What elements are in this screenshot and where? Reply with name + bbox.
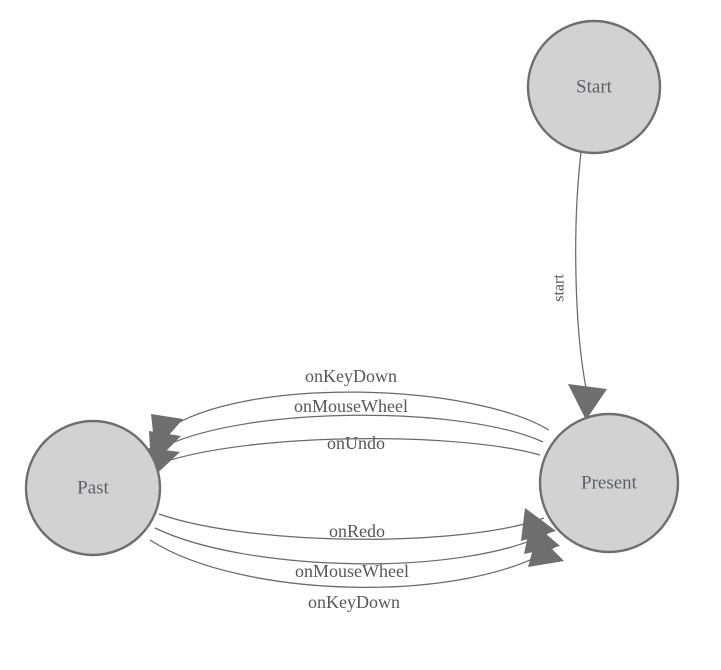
node-start-circle [526, 19, 662, 155]
node-past-circle [24, 419, 162, 557]
arrowhead-into-present-onmousewheel [524, 521, 560, 554]
edge-label-past-to-present-onkeydown: onKeyDown [308, 592, 400, 612]
arrowhead-into-present-start [568, 384, 607, 420]
edge-present-to-past-onmousewheel-path [162, 414, 544, 448]
arrowhead-into-present-onkeydown [528, 534, 564, 567]
node-present-label: Present [581, 472, 638, 493]
edge-label-present-to-past-onmousewheel: onMouseWheel [294, 396, 408, 416]
edge-past-to-present-onkeydown-path [149, 539, 557, 588]
edge-label-present-to-past-onundo: onUndo [327, 433, 385, 453]
node-past[interactable]: Past [24, 419, 162, 557]
node-past-label: Past [77, 477, 109, 498]
edge-past-to-present-onmousewheel[interactable] [154, 521, 560, 565]
node-present[interactable]: Present [538, 412, 680, 554]
edge-label-start: start [551, 274, 568, 302]
edge-start-to-present-path [575, 151, 587, 389]
edge-start-to-present[interactable] [568, 151, 607, 420]
edge-past-to-present-onmousewheel-path [154, 527, 551, 565]
edge-past-to-present-onredo-path [158, 513, 545, 540]
edge-label-past-to-present-onmousewheel: onMouseWheel [295, 561, 409, 581]
edge-past-to-present-onkeydown[interactable] [149, 534, 564, 588]
edge-label-present-to-past-onkeydown: onKeyDown [305, 366, 397, 386]
edge-present-to-past-onundo-path [160, 438, 541, 464]
node-present-circle [538, 412, 680, 554]
edge-present-to-past-onkeydown-path [165, 391, 550, 431]
edge-label-past-to-present-onredo: onRedo [329, 521, 385, 541]
node-start-label: Start [576, 76, 613, 97]
node-start[interactable]: Start [526, 19, 662, 155]
